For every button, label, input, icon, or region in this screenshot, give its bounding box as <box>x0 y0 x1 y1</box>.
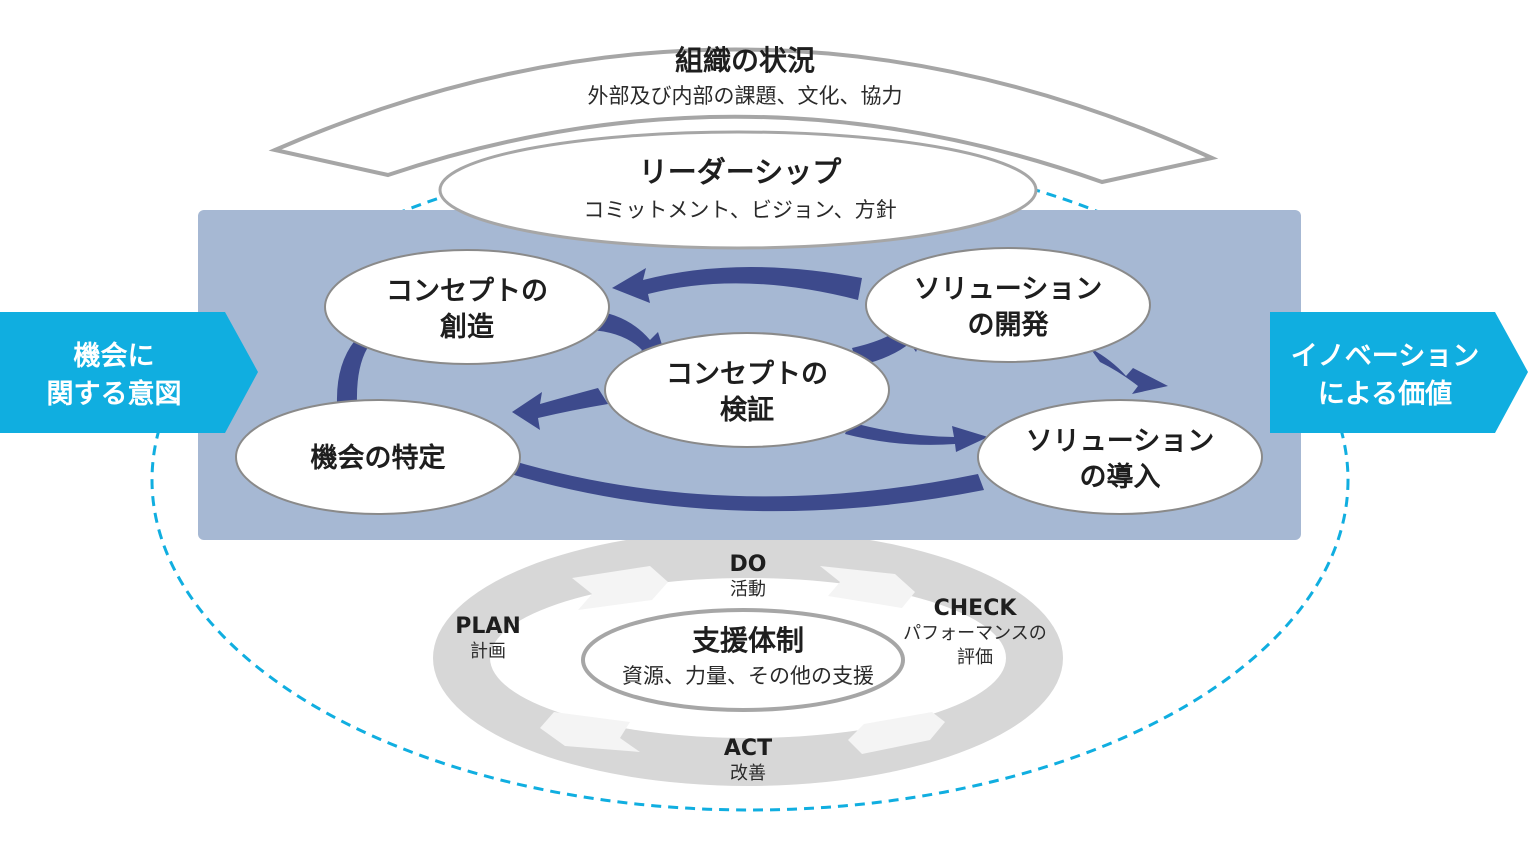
node-identify-shape <box>235 399 521 515</box>
arrow-deploy-to-identify <box>476 448 984 512</box>
pdca-do-sub: 活動 <box>730 579 766 600</box>
node-develop: ソリューション の開発 <box>865 247 1151 363</box>
support-ellipse <box>581 608 905 712</box>
node-deploy-line1: ソリューション <box>1026 426 1214 457</box>
input-chevron <box>0 312 258 433</box>
node-develop-line2: の開発 <box>968 310 1050 341</box>
input-label-line1: 機会に <box>74 341 155 372</box>
node-create-shape <box>324 249 610 365</box>
leadership-ellipse <box>438 130 1038 250</box>
node-validate-line1: コンセプトの <box>666 359 828 390</box>
pdca-arrow-do-to-check <box>820 566 915 608</box>
node-create: コンセプトの 創造 <box>324 249 610 365</box>
pdca-arrows <box>540 566 945 754</box>
arrow-develop-to-create <box>612 266 862 303</box>
pdca-do-label: DO <box>730 552 767 577</box>
node-deploy: ソリューション の導入 <box>977 399 1263 515</box>
arrow-validate-to-deploy <box>845 422 988 452</box>
arrow-validate-to-identify <box>512 388 608 430</box>
pdca-check-sub1: パフォーマンスの <box>903 623 1047 644</box>
context-subtitle: 外部及び内部の課題、文化、協力 <box>588 84 903 108</box>
node-develop-line1: ソリューション <box>914 274 1102 305</box>
node-identify: 機会の特定 <box>235 399 521 515</box>
node-develop-shape <box>865 247 1151 363</box>
pdca-act-sub: 改善 <box>730 763 766 784</box>
support-subtitle: 資源、力量、その他の支援 <box>622 664 874 688</box>
node-validate: コンセプトの 検証 <box>604 332 890 448</box>
node-create-line1: コンセプトの <box>386 276 548 307</box>
pdca-plan-label: PLAN <box>455 614 521 639</box>
leadership-subtitle: コミットメント、ビジョン、方針 <box>583 198 896 222</box>
arrow-develop-to-deploy <box>1090 348 1168 394</box>
pdca-arrow-check-to-act <box>848 712 945 754</box>
node-validate-shape <box>604 332 890 448</box>
support-title: 支援体制 <box>692 624 804 657</box>
input-label-line2: 関する意図 <box>47 378 182 410</box>
pdca-arrow-act-to-plan <box>540 712 640 752</box>
node-validate-line2: 検証 <box>720 394 774 426</box>
pdca-check-sub2: 評価 <box>957 647 993 668</box>
output-label-line1: イノベーション <box>1291 341 1479 372</box>
output-label-line2: による価値 <box>1318 379 1452 410</box>
pdca-act-label: ACT <box>724 736 772 761</box>
pdca-plan-sub: 計画 <box>470 641 506 662</box>
output-chevron <box>1270 312 1528 433</box>
node-deploy-shape <box>977 399 1263 515</box>
leadership-title: リーダーシップ <box>639 155 842 189</box>
context-title: 組織の状況 <box>675 44 815 77</box>
node-deploy-line2: の導入 <box>1080 461 1161 493</box>
pdca-check-label: CHECK <box>934 596 1018 621</box>
node-create-line2: 創造 <box>440 312 494 343</box>
context-arc <box>268 47 1219 185</box>
node-identify-line1: 機会の特定 <box>311 442 446 474</box>
pdca-arrow-plan-to-do <box>572 566 668 610</box>
